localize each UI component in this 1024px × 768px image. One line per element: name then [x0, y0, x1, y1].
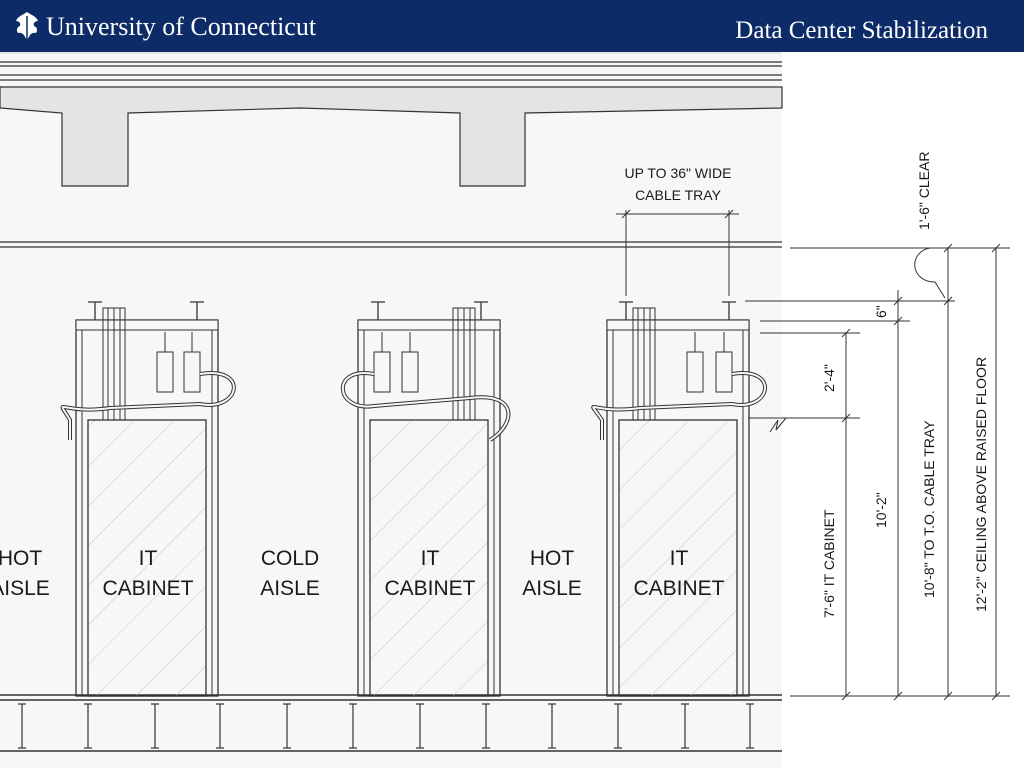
aisle-label-cold-line2: AISLE	[260, 577, 320, 600]
cabinet-label-2: IT	[421, 547, 440, 570]
dim-to-tray-bottom: 10'-2"	[873, 492, 889, 528]
cabinet-label-1-line2: CABINET	[102, 577, 193, 600]
aisle-label-hot-1: HOT	[0, 547, 42, 570]
aisle-label-cold: COLD	[261, 547, 319, 570]
dim-clear: 1'-6" CLEAR	[916, 152, 932, 230]
cable-tray-note-line2: CABLE TRAY	[635, 187, 722, 203]
oak-leaf-icon	[16, 12, 38, 40]
it-cabinet-3	[591, 301, 767, 697]
cabinet-label-2-line2: CABINET	[384, 577, 475, 600]
header-bar: University of Connecticut Data Center St…	[0, 0, 1024, 52]
data-center-section-diagram: HOT AISLE IT CABINET COLD AISLE IT CABIN…	[0, 52, 1010, 768]
cable-tray-width-dimension: UP TO 36" WIDE CABLE TRAY	[616, 165, 739, 296]
slide-title: Data Center Stabilization	[735, 17, 988, 44]
cabinet-label-3-line2: CABINET	[633, 577, 724, 600]
dim-cabinet-height: 7'-6" IT CABINET	[821, 509, 837, 618]
cable-tray-note-line1: UP TO 36" WIDE	[625, 165, 732, 181]
dim-tray-gap: 6"	[873, 305, 889, 318]
height-dimensions	[745, 243, 1010, 701]
dim-above-cabinet: 2'-4"	[821, 364, 837, 392]
it-cabinet-2	[340, 301, 511, 697]
dim-ceiling: 12'-2" CEILING ABOVE RAISED FLOOR	[973, 357, 989, 612]
aisle-label-hot-1-line2: AISLE	[0, 577, 50, 600]
aisle-label-hot-2-line2: AISLE	[522, 577, 582, 600]
aisle-label-hot-2: HOT	[530, 547, 575, 570]
cabinet-label-3: IT	[670, 547, 689, 570]
dim-to-tray-top: 10'-8" TO T.O. CABLE TRAY	[921, 420, 937, 598]
university-name: University of Connecticut	[46, 12, 317, 41]
ceiling-structure	[0, 61, 783, 248]
cabinet-label-1: IT	[139, 547, 158, 570]
it-cabinet-1	[60, 301, 236, 697]
